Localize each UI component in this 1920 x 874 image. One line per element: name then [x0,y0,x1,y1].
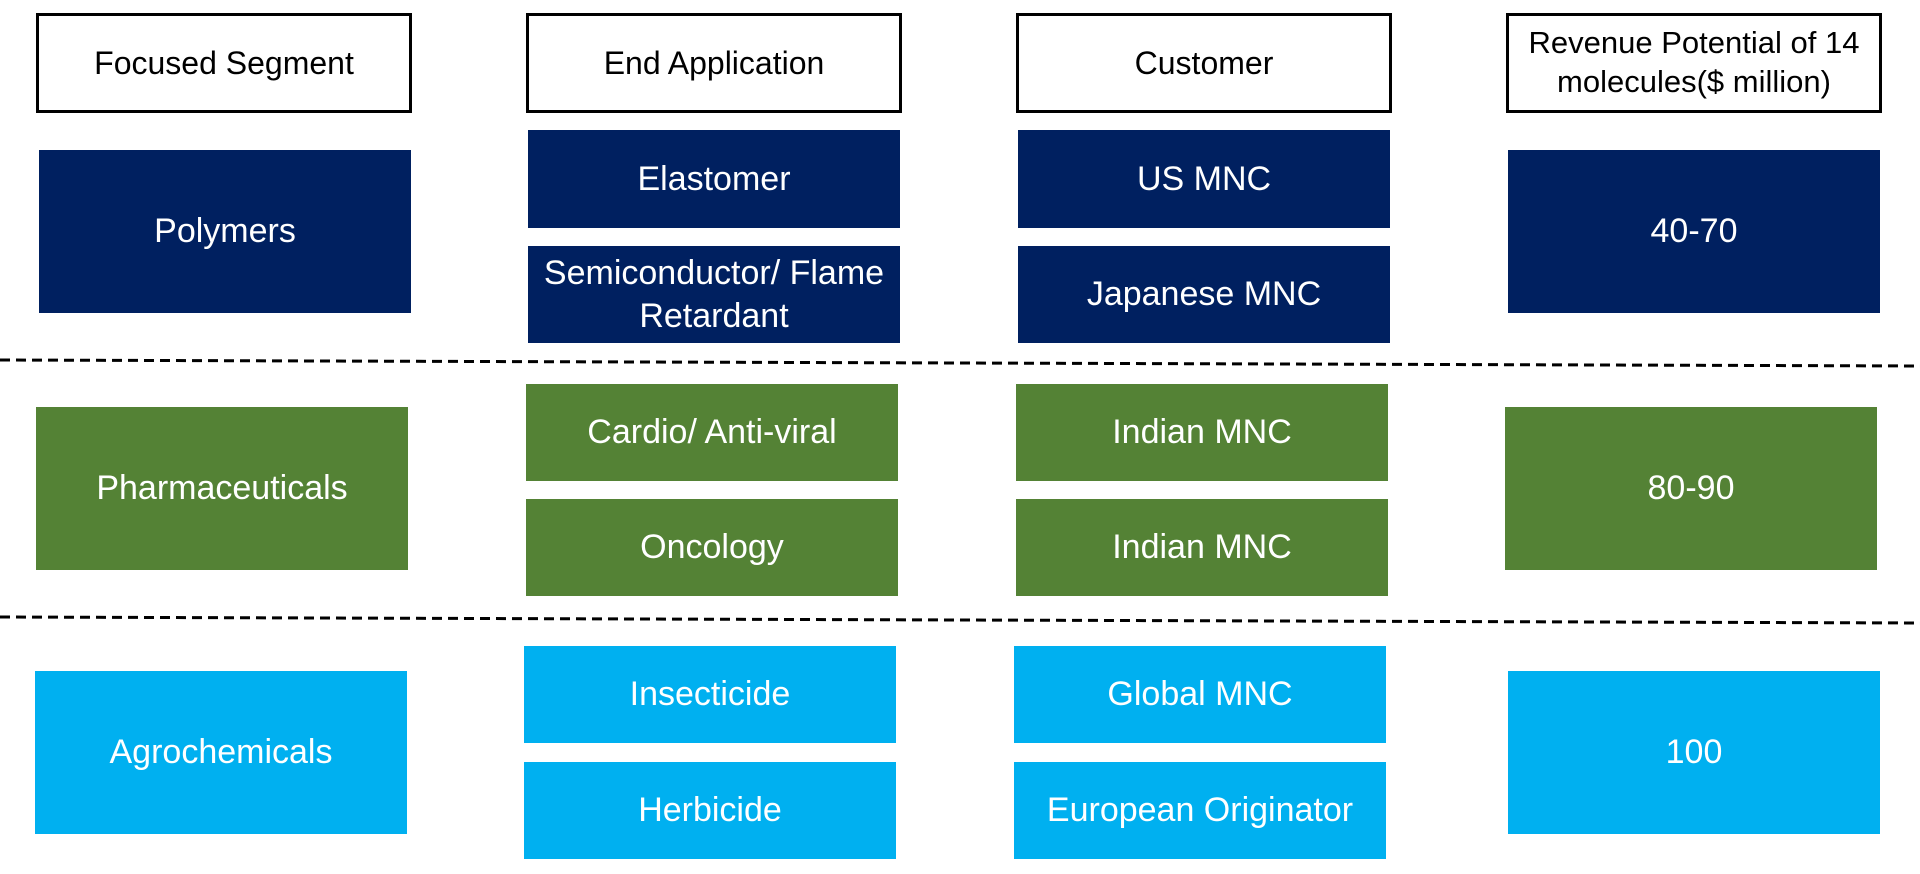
revenue-agrochemicals: 100 [1508,671,1880,834]
header-end-application: End Application [526,13,902,113]
customer-global-mnc: Global MNC [1014,646,1386,743]
revenue-polymers: 40-70 [1508,150,1880,313]
segment-pharmaceuticals: Pharmaceuticals [36,407,408,570]
divider-line [0,358,1920,368]
divider-line [0,615,1920,625]
customer-us-mnc: US MNC [1018,130,1390,228]
customer-european-originator: European Originator [1014,762,1386,859]
application-oncology: Oncology [526,499,898,596]
customer-indian-mnc-1: Indian MNC [1016,384,1388,481]
header-customer: Customer [1016,13,1392,113]
segment-polymers: Polymers [39,150,411,313]
revenue-pharmaceuticals: 80-90 [1505,407,1877,570]
header-focused-segment: Focused Segment [36,13,412,113]
customer-japanese-mnc: Japanese MNC [1018,246,1390,343]
application-elastomer: Elastomer [528,130,900,228]
segment-agrochemicals: Agrochemicals [35,671,407,834]
application-semiconductor-flame-retardant: Semiconductor/ Flame Retardant [528,246,900,343]
application-herbicide: Herbicide [524,762,896,859]
customer-indian-mnc-2: Indian MNC [1016,499,1388,596]
application-cardio-anti-viral: Cardio/ Anti-viral [526,384,898,481]
header-revenue-potential: Revenue Potential of 14 molecules($ mill… [1506,13,1882,113]
application-insecticide: Insecticide [524,646,896,743]
